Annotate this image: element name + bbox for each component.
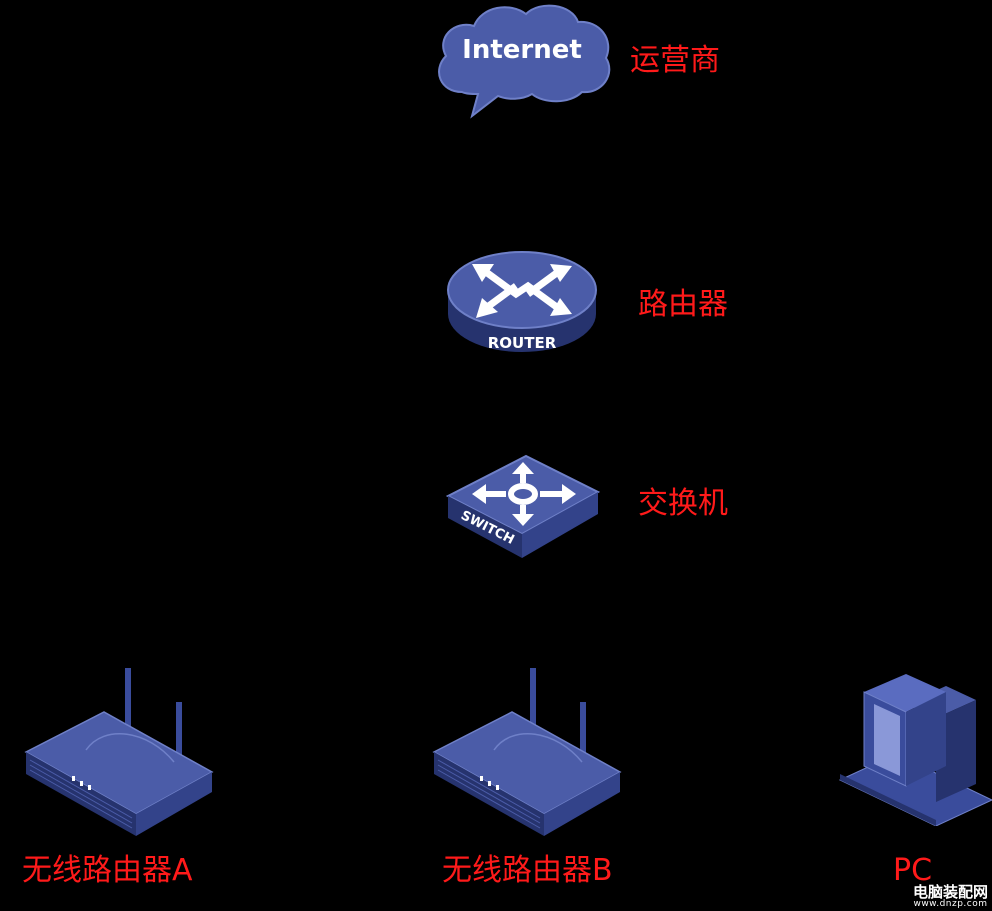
watermark: 电脑装配网 www.dnzp.com [913, 885, 988, 909]
switch-icon: SWITCH [446, 454, 600, 558]
pc-label: PC [893, 853, 933, 888]
isp-label: 运营商 [630, 43, 720, 78]
internet-label: Internet [462, 35, 582, 65]
wireless-router-a-label: 无线路由器A [22, 853, 193, 888]
router-icon: ROUTER [447, 251, 597, 352]
router-text: ROUTER [488, 334, 557, 352]
wireless-router-b-icon [432, 668, 622, 836]
pc-icon [838, 674, 992, 826]
watermark-title: 电脑装配网 [912, 883, 988, 901]
wireless-router-b-label: 无线路由器B [442, 853, 613, 888]
watermark-url: www.dnzp.com [913, 899, 988, 909]
router-label: 路由器 [638, 287, 728, 322]
switch-label: 交换机 [638, 486, 728, 521]
wireless-router-a-icon [24, 668, 214, 836]
internet-cloud-icon: Internet [438, 4, 611, 119]
